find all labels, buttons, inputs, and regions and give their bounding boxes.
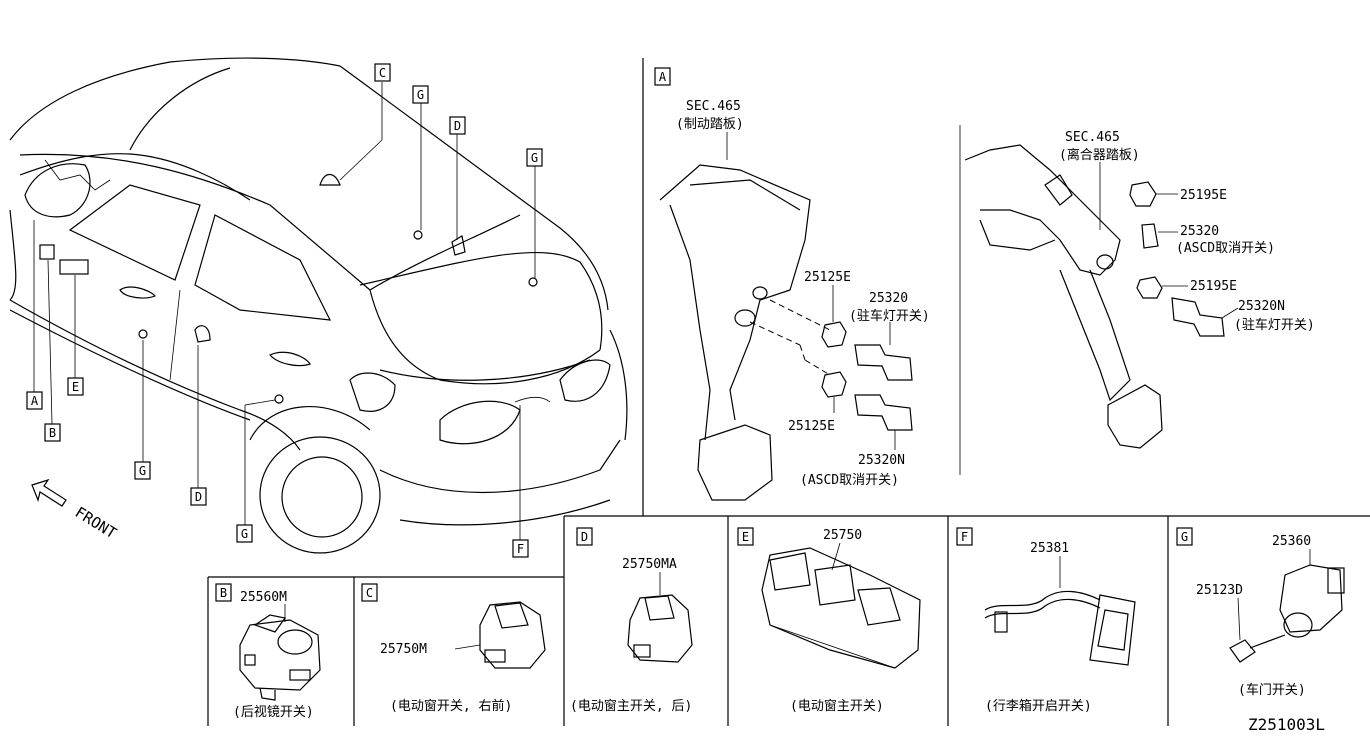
clutch-part-4-name: (驻车灯开关) — [1234, 317, 1315, 333]
clutch-part-1-no: 25195E — [1180, 188, 1227, 203]
car-callouts: A B C D D E F G G G G — [26, 63, 543, 558]
panel-g: G 25360 25123D (车门开关) — [1176, 527, 1345, 698]
brake-sec-name: (制动踏板) — [676, 117, 744, 132]
panel-e: E 25750 (电动窗主开关) — [737, 527, 921, 714]
clutch-sec-ref: SEC.465 — [1065, 130, 1120, 145]
callout-a-label: A — [31, 394, 39, 408]
switch-25125e-b — [821, 371, 847, 413]
callout-g-1: G — [412, 85, 429, 104]
callout-g-2-label: G — [531, 151, 538, 165]
panel-c-part-no: 25750M — [380, 642, 427, 657]
callout-d-top-label: D — [454, 119, 461, 133]
panel-borders — [207, 58, 1370, 726]
callout-g-3-label: G — [139, 464, 146, 478]
panel-g-part-no: 25360 — [1272, 534, 1311, 549]
panel-g-tag: G — [1181, 530, 1188, 544]
switch-25320n-a — [854, 394, 913, 450]
callout-d-low: D — [190, 487, 207, 506]
callout-d-low-label: D — [195, 490, 202, 504]
callout-c: C — [374, 63, 391, 82]
callout-d-top: D — [449, 116, 466, 135]
panel-b-caption: (后视镜开关) — [233, 705, 314, 720]
callout-a: A — [26, 391, 43, 410]
car-overview-illustration — [9, 57, 628, 554]
front-direction-indicator: FRONT — [31, 478, 120, 542]
window-switch-rf-illustration — [479, 601, 546, 669]
panel-e-caption: (电动窗主开关) — [790, 698, 884, 714]
callout-b-label: B — [49, 426, 56, 440]
brake-part-3-no: 25125E — [788, 419, 835, 434]
panel-b-part-no: 25560M — [240, 590, 287, 605]
clutch-part-2-name: (ASCD取消开关) — [1176, 241, 1275, 256]
brake-sec-ref: SEC.465 — [686, 99, 741, 114]
callout-f-label: F — [517, 542, 524, 556]
panel-e-part-no: 25750 — [823, 528, 862, 543]
door-switch-illustration — [1229, 564, 1345, 663]
panel-g-caption: (车门开关) — [1238, 682, 1306, 698]
switch-25320n-b — [1171, 297, 1239, 337]
callout-e: E — [67, 377, 84, 396]
window-main-switch-rear-illustration — [627, 594, 693, 663]
panel-d-caption: (电动窗主开关, 后) — [570, 698, 692, 714]
panel-f-caption: (行李箱开启开关) — [985, 698, 1092, 714]
window-main-switch-illustration — [761, 547, 921, 669]
brake-pedal-illustration — [659, 132, 811, 501]
front-label: FRONT — [72, 503, 120, 542]
panel-b: B 25560M (后视镜开关) — [215, 583, 321, 720]
brake-part-2-name: (驻车灯开关) — [849, 308, 930, 324]
panel-f-tag: F — [961, 530, 968, 544]
panel-d-tag: D — [581, 530, 588, 544]
panel-d: D 25750MA (电动窗主开关, 后) — [570, 527, 693, 714]
panel-f-part-no: 25381 — [1030, 541, 1069, 556]
switch-25320-a — [854, 322, 913, 381]
panel-g-part2-no: 25123D — [1196, 583, 1243, 598]
clutch-pedal-illustration — [964, 144, 1163, 449]
clutch-part-4-no: 25320N — [1238, 299, 1285, 314]
clutch-sec-name: (离合器踏板) — [1059, 147, 1140, 163]
panel-c-caption: (电动窗开关, 右前) — [390, 698, 512, 714]
callout-g-2: G — [526, 148, 543, 167]
callout-g-4-label: G — [241, 527, 248, 541]
callout-f: F — [512, 539, 529, 558]
switch-25320-b — [1141, 223, 1178, 249]
callout-c-label: C — [379, 66, 386, 80]
clutch-part-2-no: 25320 — [1180, 224, 1219, 239]
clutch-part-3-no: 25195E — [1190, 279, 1237, 294]
switch-25195e-a — [1129, 181, 1178, 207]
brake-part-4-name: (ASCD取消开关) — [800, 473, 899, 488]
brake-part-1-no: 25125E — [804, 270, 851, 285]
callout-g-1-label: G — [417, 88, 424, 102]
section-a: A SEC.465 ( — [654, 67, 1315, 501]
front-arrow-icon — [31, 478, 67, 507]
callout-g-3: G — [134, 461, 151, 480]
panel-d-part-no: 25750MA — [622, 557, 677, 572]
panel-c-tag: C — [366, 586, 373, 600]
brake-part-4-no: 25320N — [858, 453, 905, 468]
panel-b-tag: B — [220, 586, 227, 600]
trunk-opener-switch-illustration — [984, 590, 1136, 666]
mirror-switch-illustration — [239, 614, 321, 701]
panel-f: F 25381 (行李箱开启开关) — [956, 527, 1136, 714]
panel-c: C 25750M (电动窗开关, 右前) — [361, 583, 546, 714]
switch-25195e-b — [1136, 276, 1188, 299]
brake-part-2-no: 25320 — [869, 291, 908, 306]
panel-e-tag: E — [742, 530, 749, 544]
section-a-tag: A — [659, 70, 667, 84]
callout-g-4: G — [236, 524, 253, 543]
diagram-code: Z251003L — [1248, 715, 1325, 734]
callout-e-label: E — [72, 380, 79, 394]
switch-25125e-a — [821, 285, 847, 348]
callout-b: B — [44, 423, 61, 442]
